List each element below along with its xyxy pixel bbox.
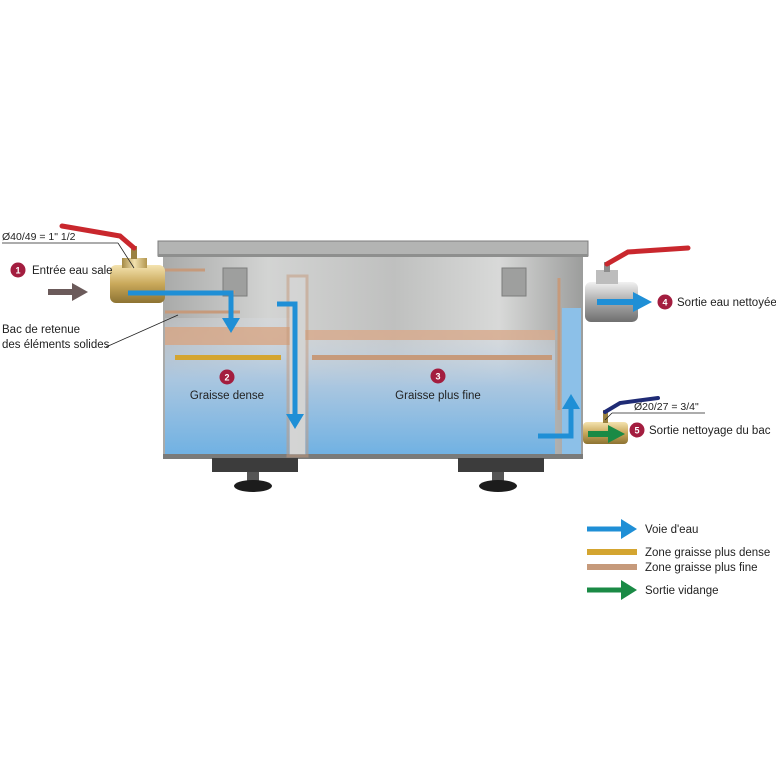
badge-3-number: 3 [435, 372, 440, 382]
legend-bar-1 [587, 549, 637, 555]
water-zone-2 [305, 330, 555, 456]
water-path-down [277, 301, 298, 418]
tank-bottom-rim [163, 454, 583, 459]
outlet-valve-nut [596, 270, 618, 284]
water-outlet-chamber [562, 308, 581, 456]
outlet-label: Sortie eau nettoyée [677, 297, 776, 309]
water-path-inlet [128, 290, 234, 322]
basket-label-line-1: Bac de retenue [2, 324, 80, 336]
tank-lid-edge [158, 254, 588, 257]
basket-label-line-2: des éléments solides [2, 339, 110, 351]
outlet-valve-stem [604, 262, 610, 272]
badge-4 [657, 294, 673, 310]
inlet-valve-stem [131, 246, 137, 259]
leader-inlet-spec-diag [117, 242, 135, 269]
water-path-up [538, 405, 574, 439]
drain-valve-stem [603, 410, 608, 423]
badge-4-number: 4 [662, 298, 667, 308]
leader-drain-spec-diag [604, 412, 613, 421]
legend-label-3: Sortie vidange [645, 585, 719, 597]
zone3-label: Graisse plus fine [395, 390, 481, 402]
tank-lid [157, 240, 589, 257]
fine-grease-zone-bar [312, 355, 552, 360]
drain-spec-label: Ø20/27 = 3/4" [634, 401, 699, 413]
inlet-valve-nut [122, 258, 147, 268]
drain-path-outlet-head [608, 425, 625, 443]
badge-1 [10, 262, 26, 278]
badge-2 [219, 369, 235, 385]
foot-bracket-right [458, 458, 544, 472]
badge-1-number: 1 [15, 266, 20, 276]
foot-pad-right [479, 480, 517, 492]
legend-label-1: Zone graisse plus dense [645, 547, 770, 559]
water-path-inlet-head [222, 318, 240, 333]
tank [157, 240, 589, 459]
drain-valve-handle [603, 396, 660, 414]
outlet-valve-handle [604, 245, 691, 267]
outlet-valve [585, 245, 691, 322]
drain-label: Sortie nettoyage du bac [649, 425, 771, 437]
feet [212, 458, 544, 492]
legend-arrow-head-3 [621, 580, 637, 600]
legend-label-0: Voie d'eau [645, 524, 698, 536]
inlet-valve-body [110, 265, 165, 303]
water-path [128, 290, 652, 443]
zone2-label: Graisse dense [190, 390, 264, 402]
foot-pad-left [234, 480, 272, 492]
inlet-arrow-head [72, 283, 88, 301]
badge-5 [629, 422, 645, 438]
fine-grease-surface-2 [305, 330, 555, 340]
badge-2-number: 2 [224, 373, 229, 383]
water-path-down-head [286, 414, 304, 429]
dense-grease-zone-bar [175, 355, 281, 360]
latch-right [501, 267, 527, 297]
legend-arrow-head-0 [621, 519, 637, 539]
badge-3 [430, 368, 446, 384]
inlet-label: Entrée eau sale [32, 265, 113, 277]
badge-5-number: 5 [634, 426, 639, 436]
inlet-valve-handle [59, 223, 137, 251]
legend-bar-2 [587, 564, 637, 570]
foot-bracket-left [212, 458, 298, 472]
leader-basket [105, 314, 179, 348]
fine-grease-surface-1 [165, 327, 290, 345]
water-path-outlet-head [633, 292, 652, 312]
inlet-spec-label: Ø40/49 = 1" 1/2 [2, 231, 76, 243]
water-path-up-head [562, 394, 580, 409]
legend-label-2: Zone graisse plus fine [645, 562, 758, 574]
